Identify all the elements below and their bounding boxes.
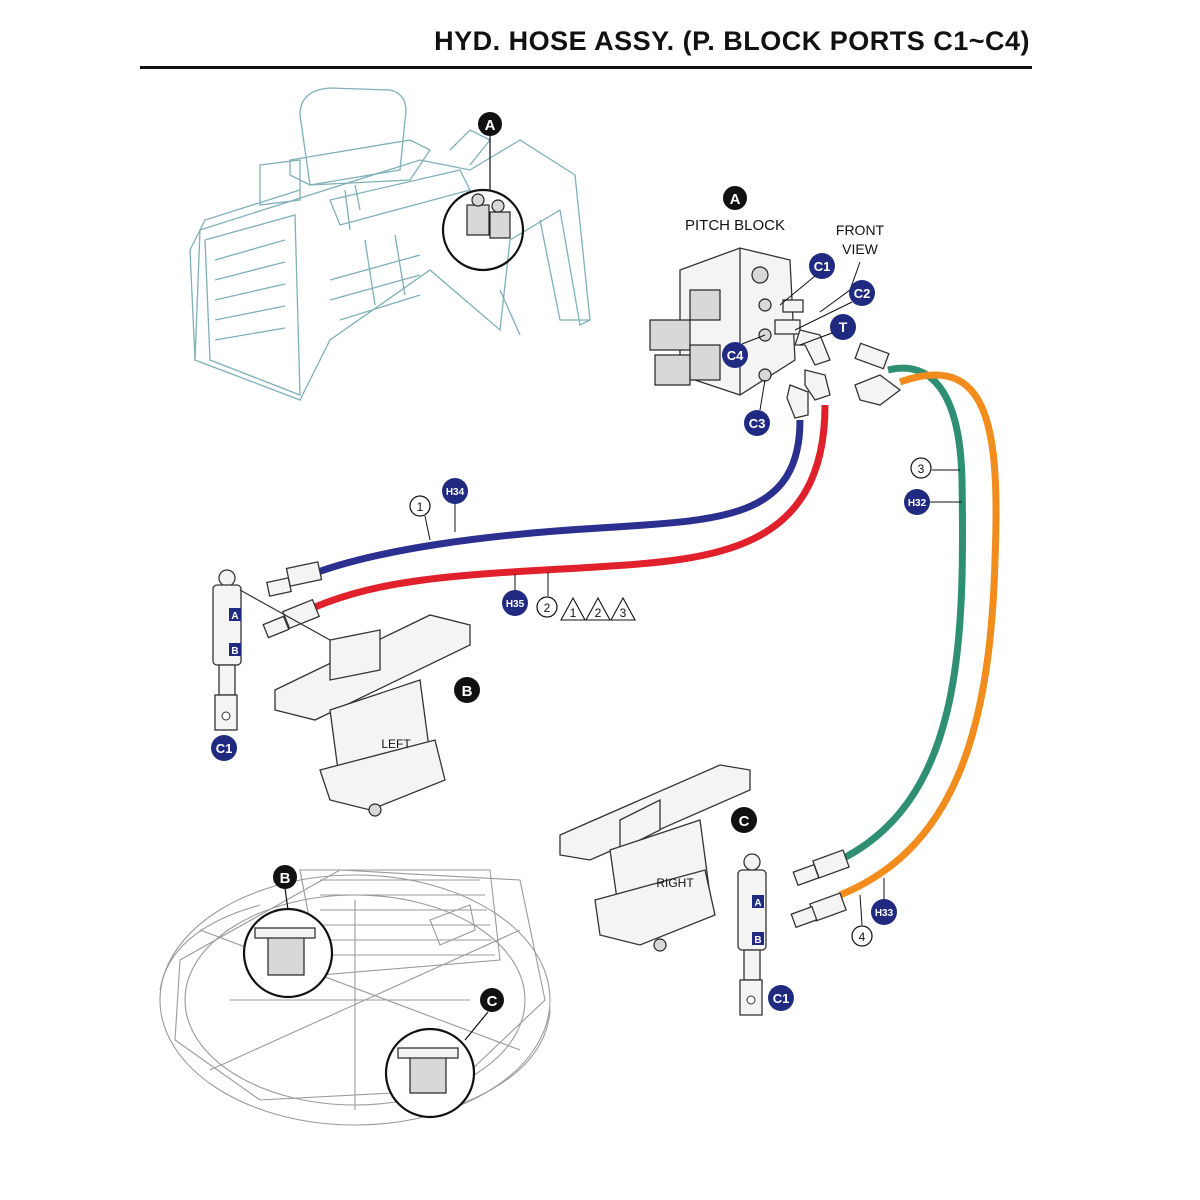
hose-h33-code-badge: H33 bbox=[871, 899, 897, 925]
left-gearbox-label: LEFT bbox=[381, 737, 411, 751]
front-view-label-line1: FRONT bbox=[836, 222, 885, 238]
page-title: HYD. HOSE ASSY. (P. BLOCK PORTS C1~C4) bbox=[434, 26, 1030, 56]
left-cylinder-port-a: A bbox=[229, 608, 241, 622]
right-cylinder bbox=[737, 853, 767, 1016]
right-gearbox-label: RIGHT bbox=[656, 876, 694, 890]
note-triangle-1: 1 bbox=[560, 596, 586, 621]
pitch-block-label: PITCH BLOCK bbox=[685, 217, 785, 234]
hose1-leader bbox=[424, 515, 431, 541]
port-c4-leader bbox=[741, 334, 766, 345]
svg-text:A: A bbox=[231, 611, 238, 622]
hose2-item-number: 2 bbox=[536, 596, 558, 618]
svg-text:A: A bbox=[485, 117, 496, 134]
left-cylinder-c1-badge: C1 bbox=[211, 735, 237, 761]
svg-text:A: A bbox=[730, 191, 741, 208]
svg-text:B: B bbox=[231, 646, 238, 657]
svg-text:2: 2 bbox=[544, 601, 551, 615]
pitch-block-fittings bbox=[786, 329, 902, 419]
svg-text:C3: C3 bbox=[749, 416, 766, 431]
hose-h35-red bbox=[313, 404, 829, 611]
svg-text:C1: C1 bbox=[773, 991, 790, 1006]
overview-c-callout: C bbox=[480, 988, 504, 1012]
svg-text:2: 2 bbox=[595, 606, 602, 620]
note-triangle-3: 3 bbox=[610, 596, 636, 621]
overview-a-highlight-circle bbox=[441, 188, 525, 272]
right-gearbox bbox=[559, 764, 751, 952]
hose1-item-number: 1 bbox=[409, 495, 431, 517]
port-c1-badge: C1 bbox=[809, 253, 835, 279]
trowel-overview-sketch bbox=[159, 869, 551, 1126]
machine-overview-sketch bbox=[189, 87, 591, 401]
front-view-label-line2: VIEW bbox=[842, 241, 879, 257]
port-c2-badge: C2 bbox=[849, 280, 875, 306]
hose-h32-green bbox=[838, 364, 967, 864]
port-t-badge: T bbox=[830, 314, 856, 340]
svg-text:A: A bbox=[754, 898, 761, 909]
hose4-leader bbox=[859, 894, 863, 926]
svg-text:1: 1 bbox=[570, 606, 577, 620]
note-triangle-2: 2 bbox=[585, 596, 611, 621]
svg-text:1: 1 bbox=[417, 500, 424, 514]
port-c4-badge: C4 bbox=[722, 342, 748, 368]
assembly-b-callout: B bbox=[454, 677, 480, 703]
overview-a-valve-icon bbox=[466, 193, 511, 239]
svg-text:H35: H35 bbox=[506, 599, 525, 610]
svg-text:H34: H34 bbox=[446, 487, 465, 498]
pitch-block-body bbox=[649, 247, 804, 396]
port-t-leader bbox=[799, 332, 833, 346]
overview-b-callout: B bbox=[273, 865, 297, 889]
hose-h35-code-badge: H35 bbox=[502, 590, 528, 616]
svg-text:B: B bbox=[754, 935, 761, 946]
overview-c-gearbox-icon bbox=[397, 1047, 459, 1094]
left-gearbox bbox=[274, 614, 471, 817]
svg-text:C: C bbox=[487, 993, 498, 1010]
svg-text:C4: C4 bbox=[727, 348, 744, 363]
svg-text:C1: C1 bbox=[814, 259, 831, 274]
svg-text:C: C bbox=[739, 813, 750, 830]
port-c2-leader bbox=[794, 301, 853, 331]
svg-text:H32: H32 bbox=[908, 498, 927, 509]
overview-a-callout: A bbox=[478, 112, 502, 136]
left-cylinder-port-b: B bbox=[229, 643, 241, 657]
hose4-item-number: 4 bbox=[851, 925, 873, 947]
left-hose-fittings bbox=[262, 561, 323, 639]
pitch-block-callout: A bbox=[723, 186, 747, 210]
assembly-c-callout: C bbox=[731, 807, 757, 833]
svg-text:C1: C1 bbox=[216, 741, 233, 756]
svg-text:T: T bbox=[839, 319, 848, 335]
svg-text:B: B bbox=[280, 870, 291, 887]
hose3-item-number: 3 bbox=[910, 457, 932, 479]
svg-text:B: B bbox=[462, 683, 473, 700]
overview-c-leader bbox=[464, 1011, 489, 1041]
hose-h34-blue bbox=[316, 419, 804, 576]
svg-text:3: 3 bbox=[918, 462, 925, 476]
svg-text:3: 3 bbox=[620, 606, 627, 620]
right-cylinder-c1-badge: C1 bbox=[768, 985, 794, 1011]
overview-b-leader bbox=[284, 887, 289, 911]
hose-h32-code-badge: H32 bbox=[904, 489, 930, 515]
svg-text:4: 4 bbox=[859, 930, 866, 944]
port-c3-badge: C3 bbox=[744, 410, 770, 436]
right-cylinder-port-a: A bbox=[752, 895, 764, 909]
hose-h34-code-badge: H34 bbox=[442, 478, 468, 504]
port-c3-leader bbox=[759, 379, 766, 411]
right-cylinder-port-b: B bbox=[752, 932, 764, 946]
svg-text:C2: C2 bbox=[854, 286, 871, 301]
hose-h33-orange bbox=[838, 371, 1000, 899]
right-hose-fittings bbox=[790, 849, 850, 929]
title-rule bbox=[140, 66, 1032, 69]
overview-b-gearbox-icon bbox=[254, 927, 316, 976]
port-c1-leader bbox=[779, 275, 816, 306]
svg-text:H33: H33 bbox=[875, 908, 894, 919]
